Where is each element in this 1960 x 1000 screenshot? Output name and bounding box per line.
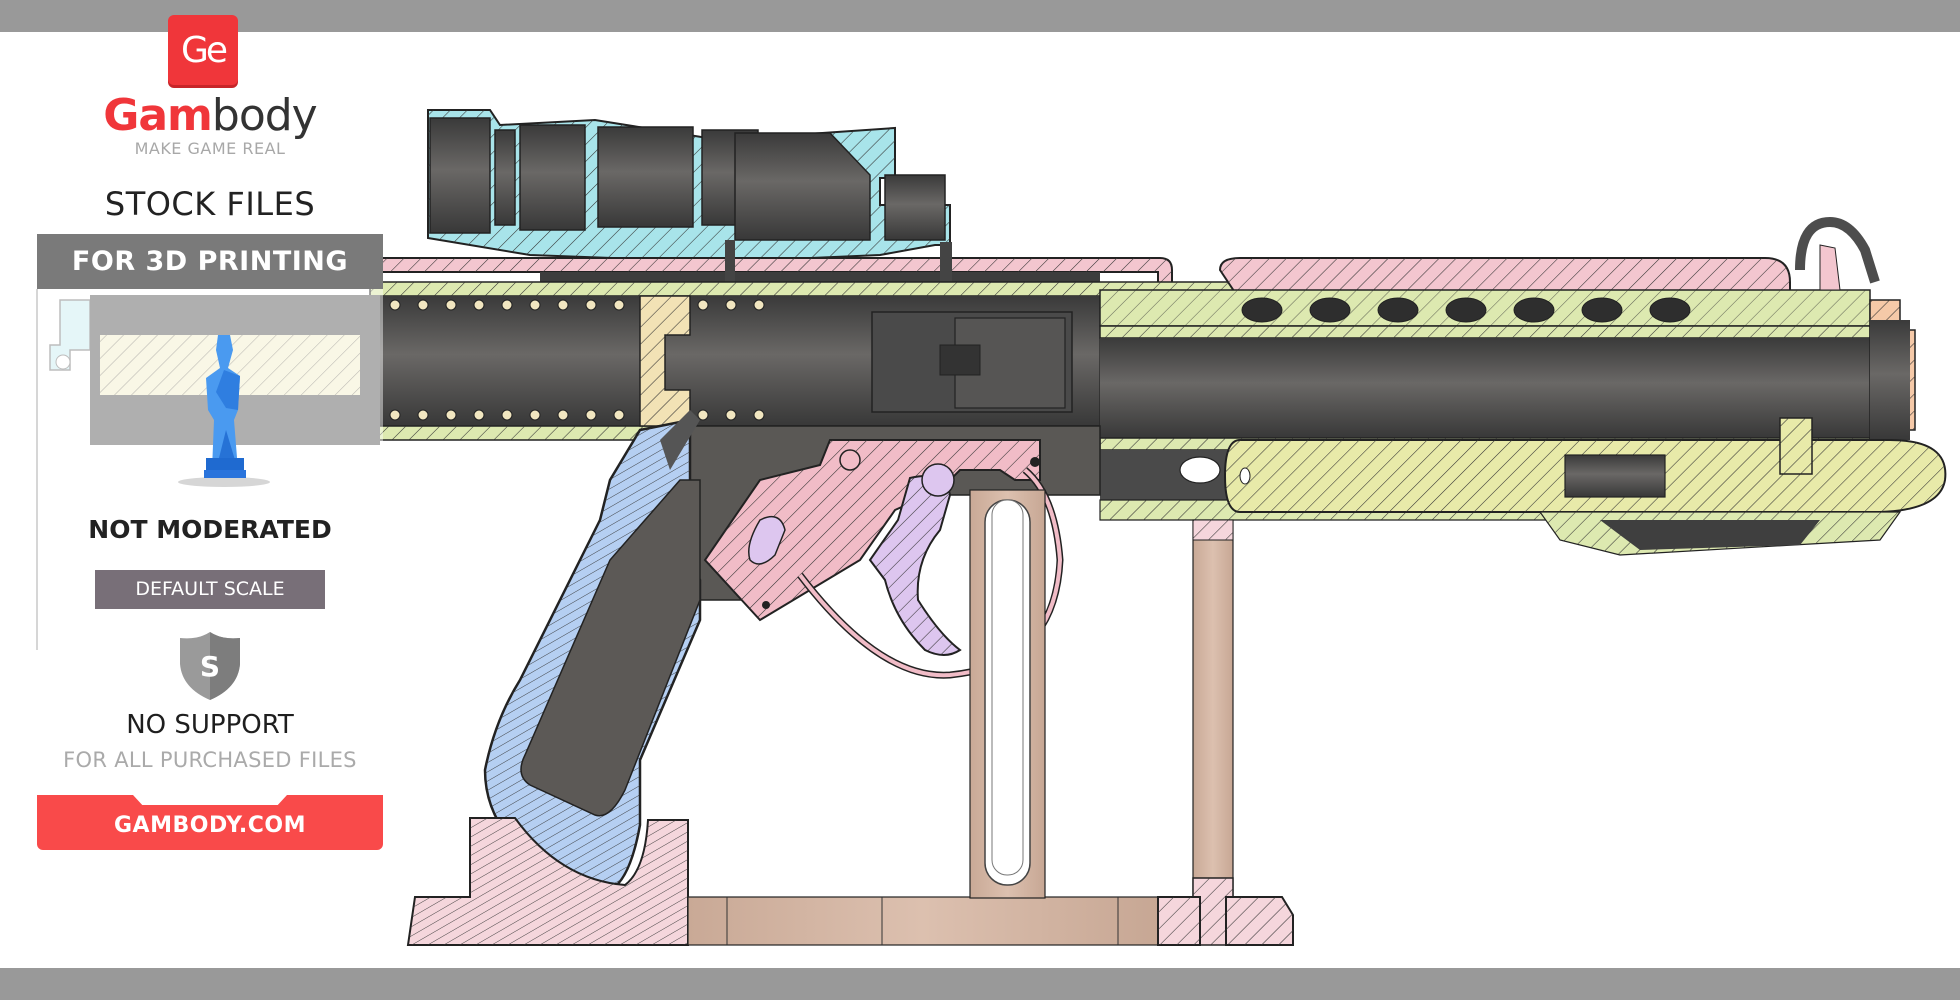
logo-mark-text: Ge <box>180 29 228 71</box>
display-stand <box>406 489 1294 946</box>
shield-letter: S <box>200 650 220 683</box>
barrel-shroud <box>1099 216 1947 556</box>
scope <box>427 109 951 264</box>
panel-border <box>36 289 38 651</box>
blaster-cross-section-image <box>49 109 1947 946</box>
top-gray-bar <box>0 0 1960 32</box>
trigger-housing <box>689 425 1101 679</box>
panel-subtitle-banner: FOR 3D PRINTING <box>37 234 383 289</box>
default-scale-badge: DEFAULT SCALE <box>95 570 325 609</box>
pistol-grip <box>483 410 702 892</box>
support-title: NO SUPPORT <box>126 710 294 740</box>
bottom-gray-bar <box>0 968 1960 1000</box>
brand-wordmark[interactable]: Gambody <box>60 92 360 140</box>
product-image <box>0 32 1960 968</box>
brand-name-part1: Gam <box>103 90 213 141</box>
gambody-logo-mark[interactable]: Ge <box>168 15 238 85</box>
panel-title: STOCK FILES <box>104 185 316 223</box>
brand-name-part2: body <box>211 90 318 141</box>
shield-icon: S <box>180 632 240 700</box>
statue-figure-icon <box>178 335 270 487</box>
card-notch <box>133 795 287 805</box>
support-subtitle: FOR ALL PURCHASED FILES <box>63 748 357 772</box>
brand-tagline: MAKE GAME REAL <box>134 139 286 158</box>
moderation-status: NOT MODERATED <box>88 515 332 544</box>
